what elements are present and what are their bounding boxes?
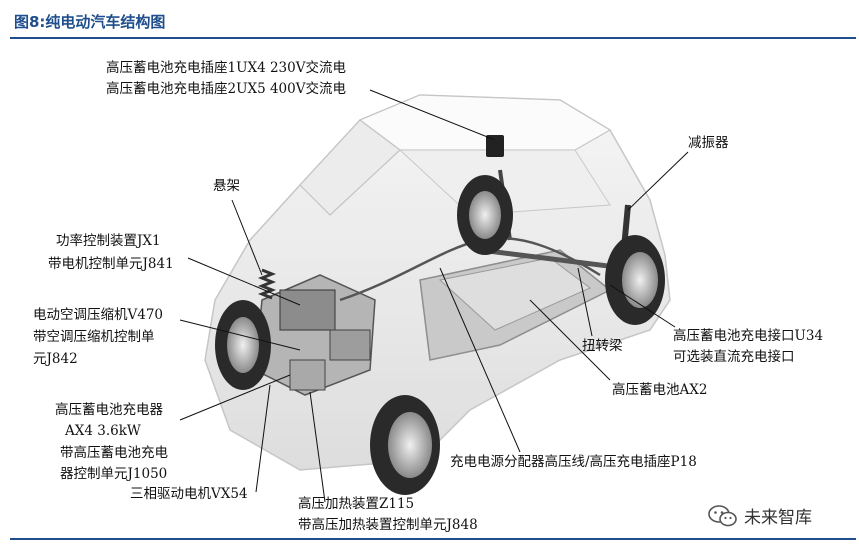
label-charger-3: 带高压蓄电池充电 xyxy=(60,445,168,461)
label-power-ctrl-1: 功率控制装置JX1 xyxy=(56,233,161,249)
charging-socket xyxy=(486,135,504,157)
label-dc-port-1: 高压蓄电池充电接口U34 xyxy=(673,328,824,344)
watermark-text: 未来智库 xyxy=(744,508,812,528)
front-left-wheel xyxy=(215,300,271,390)
roof-outline xyxy=(358,94,612,151)
label-torsion-beam: 扭转梁 xyxy=(582,338,623,354)
front-spring xyxy=(257,268,277,300)
heater-box xyxy=(289,359,326,391)
label-damper: 减振器 xyxy=(688,135,729,151)
compressor-box xyxy=(329,329,371,361)
bottom-rule xyxy=(10,538,856,540)
label-socket-2: 高压蓄电池充电插座2UX5 400V交流电 xyxy=(106,81,346,97)
wechat-icon xyxy=(708,504,737,526)
side-window-outline xyxy=(398,149,611,216)
front-right-wheel xyxy=(370,395,440,495)
label-charger-1: 高压蓄电池充电器 xyxy=(55,402,163,418)
leader-heater xyxy=(309,391,326,503)
leader-power-ctrl xyxy=(187,257,301,306)
leader-damper xyxy=(627,151,689,211)
leader-socket xyxy=(369,89,496,141)
label-charger-2: AX4 3.6kW xyxy=(65,423,141,439)
leader-dc-port xyxy=(609,284,676,328)
battery-top xyxy=(438,257,591,331)
leader-harness xyxy=(439,267,521,453)
title-rule xyxy=(10,37,856,39)
label-battery: 高压蓄电池AX2 xyxy=(612,382,708,398)
rear-left-wheel xyxy=(457,175,513,255)
leader-suspension xyxy=(231,199,263,276)
label-socket-1: 高压蓄电池充电插座1UX4 230V交流电 xyxy=(106,60,346,76)
label-charger-4: 器控制单元J1050 xyxy=(60,466,168,482)
label-motor: 三相驱动电机VX54 xyxy=(130,486,248,502)
label-power-ctrl-2: 带电机控制单元J841 xyxy=(48,256,174,272)
leader-ac-comp xyxy=(179,319,301,351)
leader-motor xyxy=(255,384,271,493)
label-suspension: 悬架 xyxy=(213,178,240,194)
label-heater-2: 带高压加热装置控制单元J848 xyxy=(298,517,478,533)
power-control-box xyxy=(279,289,336,331)
label-dc-port-2: 可选装直流充电接口 xyxy=(673,349,795,365)
figure-title: 图8:纯电动汽车结构图 xyxy=(14,13,166,31)
leader-battery xyxy=(529,299,611,381)
leader-lines xyxy=(179,89,689,503)
watermark: 未来智库 xyxy=(708,503,812,528)
label-ac-comp-3: 元J842 xyxy=(33,351,78,367)
label-heater-1: 高压加热装置Z115 xyxy=(298,496,415,512)
label-ac-comp-1: 电动空调压缩机V470 xyxy=(33,307,164,323)
label-harness: 充电电源分配器高压线/高压充电插座P18 xyxy=(450,454,697,470)
rear-right-wheel xyxy=(605,235,665,325)
leader-torsion xyxy=(577,267,593,337)
leader-charger xyxy=(179,374,291,421)
label-ac-comp-2: 带空调压缩机控制单 xyxy=(33,329,155,345)
